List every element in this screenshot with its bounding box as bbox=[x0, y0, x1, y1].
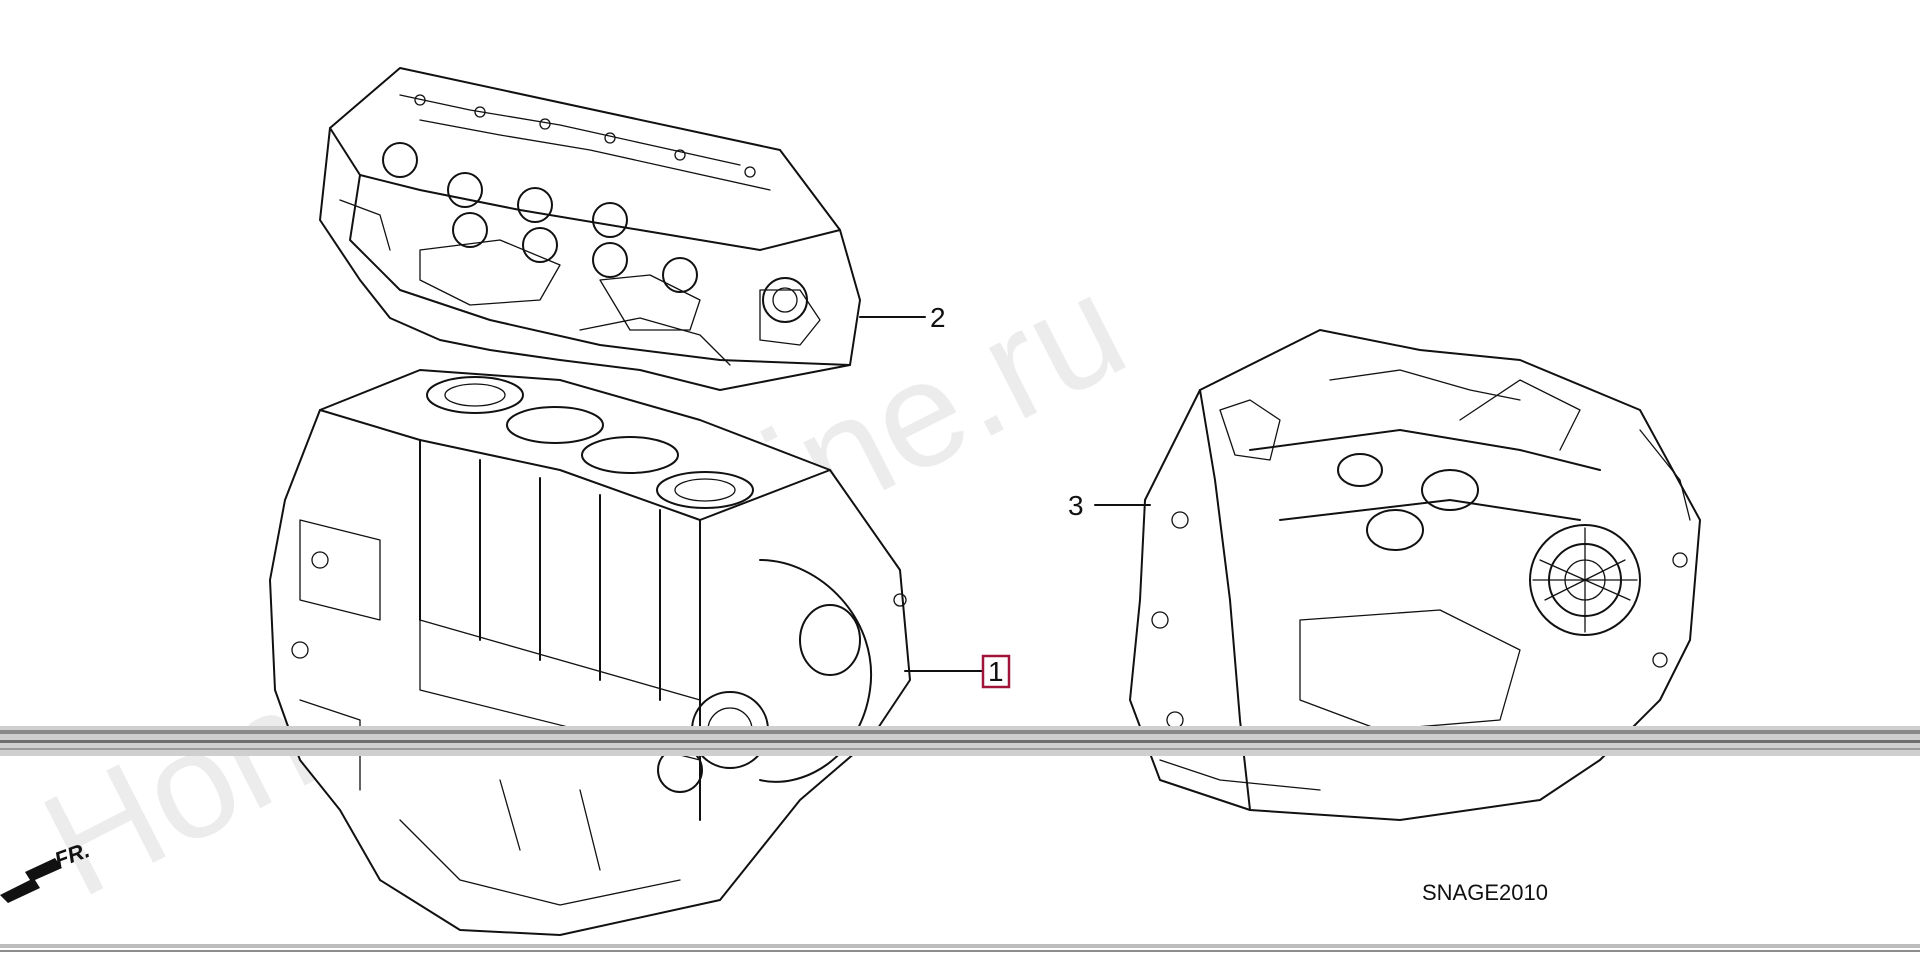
diagram-code: SNAGE2010 bbox=[1422, 880, 1548, 905]
callout-3[interactable]: 3 bbox=[1068, 490, 1151, 521]
scan-noise-band bbox=[0, 726, 1920, 756]
callout-3-label: 3 bbox=[1068, 490, 1084, 521]
cylinder-head-illustration[interactable] bbox=[319, 67, 861, 391]
callout-1[interactable]: 1 bbox=[904, 654, 1011, 689]
bottom-noise-band bbox=[0, 944, 1920, 952]
callout-1-label: 1 bbox=[988, 656, 1004, 687]
engine-block-illustration[interactable] bbox=[269, 369, 911, 936]
direction-arrow-icon bbox=[0, 858, 62, 903]
callout-2-label: 2 bbox=[930, 302, 946, 333]
callout-2[interactable]: 2 bbox=[859, 302, 946, 333]
callout-1-highlight-box bbox=[981, 654, 1011, 689]
